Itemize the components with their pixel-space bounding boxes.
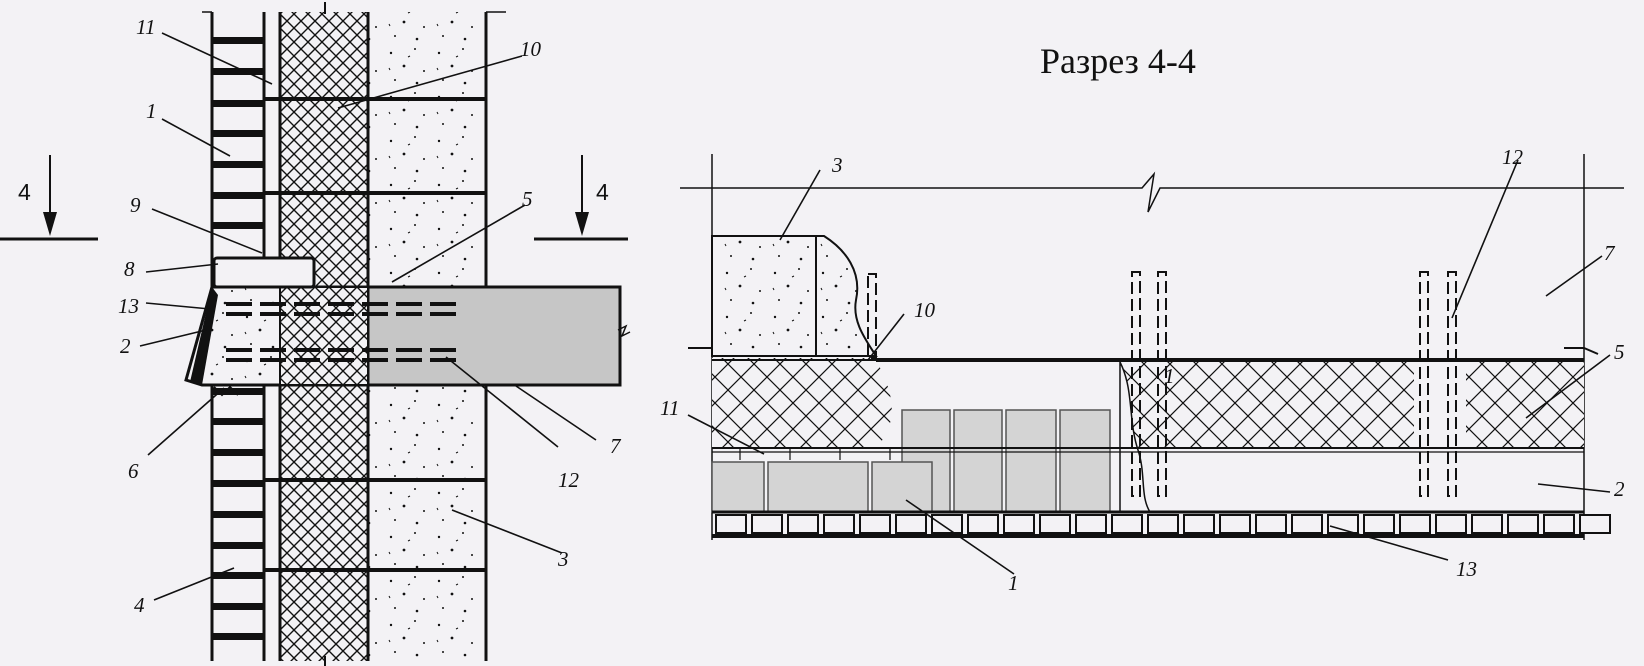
floor-slab — [366, 285, 622, 387]
facing-tile — [1543, 514, 1575, 534]
facing-tiles — [715, 514, 1611, 534]
facing-tile — [967, 514, 999, 534]
section-4-4: Разрез 4-4 — [660, 41, 1625, 595]
section-block — [711, 235, 817, 357]
facing-tile — [1219, 514, 1251, 534]
callout-9: 9 — [130, 193, 141, 217]
section-mark-right-label: 4 — [596, 179, 609, 205]
section-callout-12: 12 — [1502, 145, 1524, 169]
left-leaders — [139, 32, 597, 601]
section-callout-2: 2 — [1614, 477, 1625, 501]
right-leaders — [687, 159, 1611, 575]
insulation-right-part — [1176, 360, 1414, 448]
section-mark-left-label: 4 — [18, 179, 31, 205]
facing-tile — [895, 514, 927, 534]
facing-corner — [190, 287, 218, 385]
section-mark-left: 4 — [0, 155, 98, 241]
belt-ties — [712, 448, 1584, 460]
facing-tile — [1579, 514, 1611, 534]
facing-tile — [751, 514, 783, 534]
support-bracket — [213, 385, 239, 397]
facing-tile — [715, 514, 747, 534]
facing-tile — [787, 514, 819, 534]
facing-tile — [1471, 514, 1503, 534]
facing-tile — [1327, 514, 1359, 534]
wall-section: 4 4 11 10 1 9 5 — [0, 2, 631, 666]
insulation-gap — [1414, 360, 1466, 448]
section-callout-3: 3 — [831, 153, 843, 177]
section-title: Разрез 4-4 — [1040, 41, 1196, 81]
facing-tile — [859, 514, 891, 534]
section-block-break — [815, 235, 878, 357]
callout-7: 7 — [610, 434, 622, 458]
break-mark — [617, 324, 631, 338]
callout-1: 1 — [146, 99, 157, 123]
right-callouts: 3 12 7 10 1 5 11 2 1 13 — [660, 145, 1625, 595]
callout-12: 12 — [558, 468, 580, 492]
section-facing — [712, 510, 1584, 538]
callout-4: 4 — [134, 593, 145, 617]
support-angle — [212, 256, 316, 289]
callout-2: 2 — [120, 334, 131, 358]
facing-tile — [1291, 514, 1323, 534]
section-callout-11: 11 — [660, 396, 679, 420]
brick-courses — [212, 37, 264, 640]
callout-5: 5 — [522, 187, 533, 211]
facing-tile — [1507, 514, 1539, 534]
facing-tile — [823, 514, 855, 534]
facing-tile — [1075, 514, 1107, 534]
belt-insulation — [279, 286, 369, 386]
callout-8: 8 — [124, 257, 135, 281]
facing-tile — [1255, 514, 1287, 534]
section-studs — [867, 271, 1457, 497]
facing-tile — [1111, 514, 1143, 534]
section-callout-1a: 1 — [1164, 364, 1175, 388]
section-callout-5: 5 — [1614, 340, 1625, 364]
section-callout-13: 13 — [1456, 557, 1477, 581]
facing-tile — [1399, 514, 1431, 534]
facing-tile — [1003, 514, 1035, 534]
section-callout-1b: 1 — [1008, 571, 1019, 595]
callout-10: 10 — [520, 37, 542, 61]
section-wall-blocks — [711, 409, 1111, 513]
callout-3: 3 — [557, 547, 569, 571]
callout-6: 6 — [128, 459, 139, 483]
callout-13: 13 — [118, 294, 139, 318]
facing-tile — [1435, 514, 1467, 534]
section-mark-right: 4 — [534, 155, 628, 241]
left-callouts: 11 10 1 9 5 8 13 2 6 12 7 3 4 — [118, 15, 622, 617]
callout-11: 11 — [136, 15, 155, 39]
facing-tile — [1039, 514, 1071, 534]
facing-tile — [1147, 514, 1179, 534]
block-break-line — [1119, 361, 1152, 513]
section-callout-10: 10 — [914, 298, 936, 322]
facing-tile — [1363, 514, 1395, 534]
facing-tile — [931, 514, 963, 534]
section-callout-7: 7 — [1604, 241, 1616, 265]
facing-tile — [1183, 514, 1215, 534]
reinforcement-bars — [226, 302, 460, 362]
